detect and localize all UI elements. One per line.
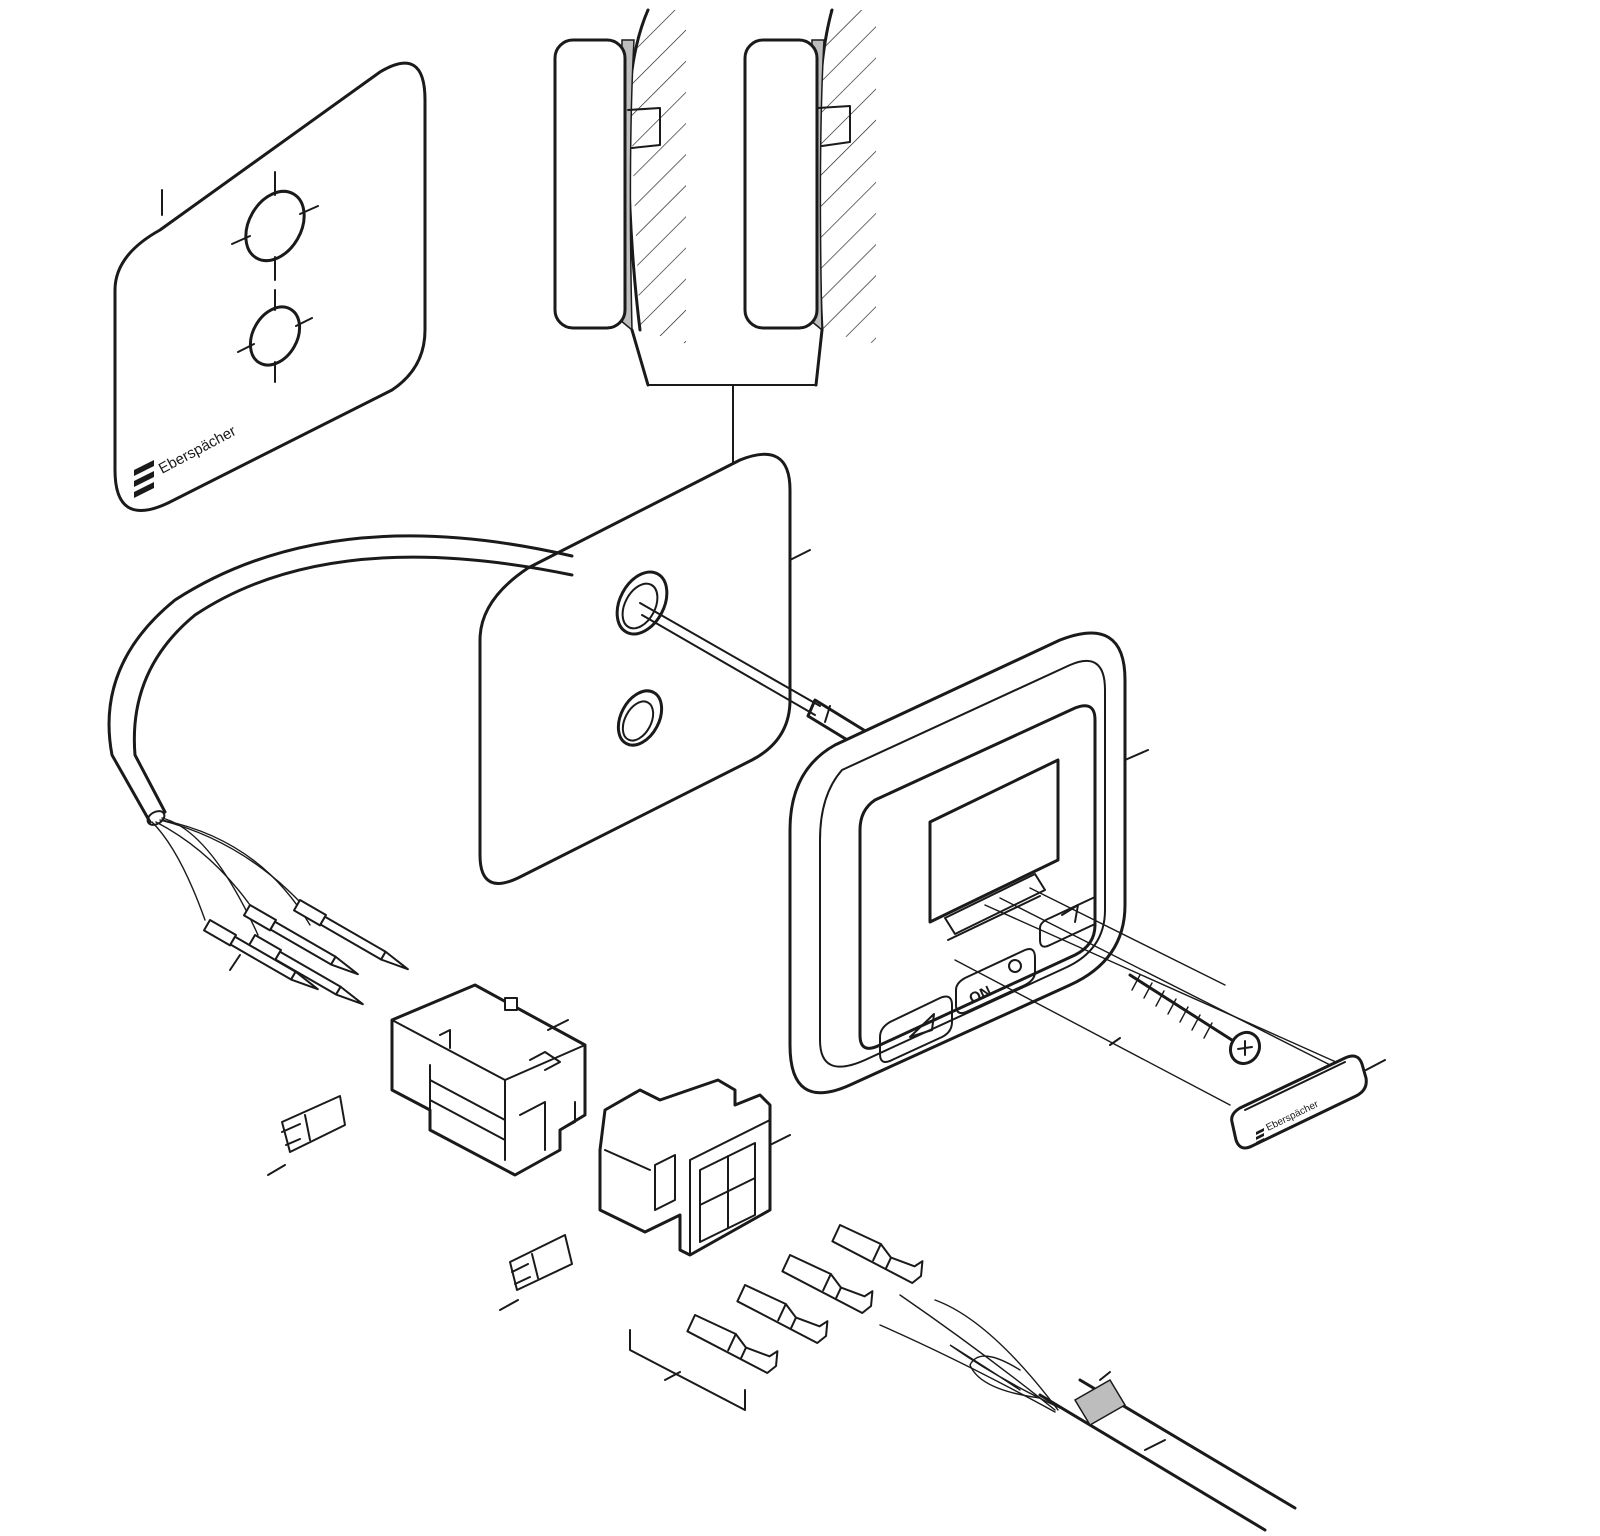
connector-housing-small [598, 1078, 791, 1257]
wire-leads [151, 817, 311, 936]
detail-bracket [647, 384, 817, 471]
eberspacher-logo-icon [134, 460, 154, 498]
controller-cable [107, 534, 882, 826]
locking-clip-1 [267, 1095, 346, 1176]
assembly-guide-lines [954, 887, 1366, 1106]
control-unit: ON [788, 631, 1149, 1095]
crimp-pins-left [203, 899, 409, 1006]
display-screen [928, 758, 1060, 924]
wall-section-detail-left [553, 8, 686, 387]
cover-slot [944, 873, 1046, 941]
locking-clip-2 [499, 1234, 573, 1311]
harness-cable [879, 1294, 1297, 1532]
wall-section-detail-right [743, 8, 876, 387]
end-cap: Eberspächer [1109, 1037, 1386, 1150]
mounting-plate [478, 452, 811, 885]
right-arrow-button [1039, 896, 1096, 948]
left-arrow-button [879, 995, 953, 1063]
mounting-screw [1128, 973, 1262, 1066]
crimp-terminals [629, 1224, 924, 1411]
connector-housing-large [390, 983, 587, 1177]
drilling-template: Eberspächer [113, 61, 427, 513]
